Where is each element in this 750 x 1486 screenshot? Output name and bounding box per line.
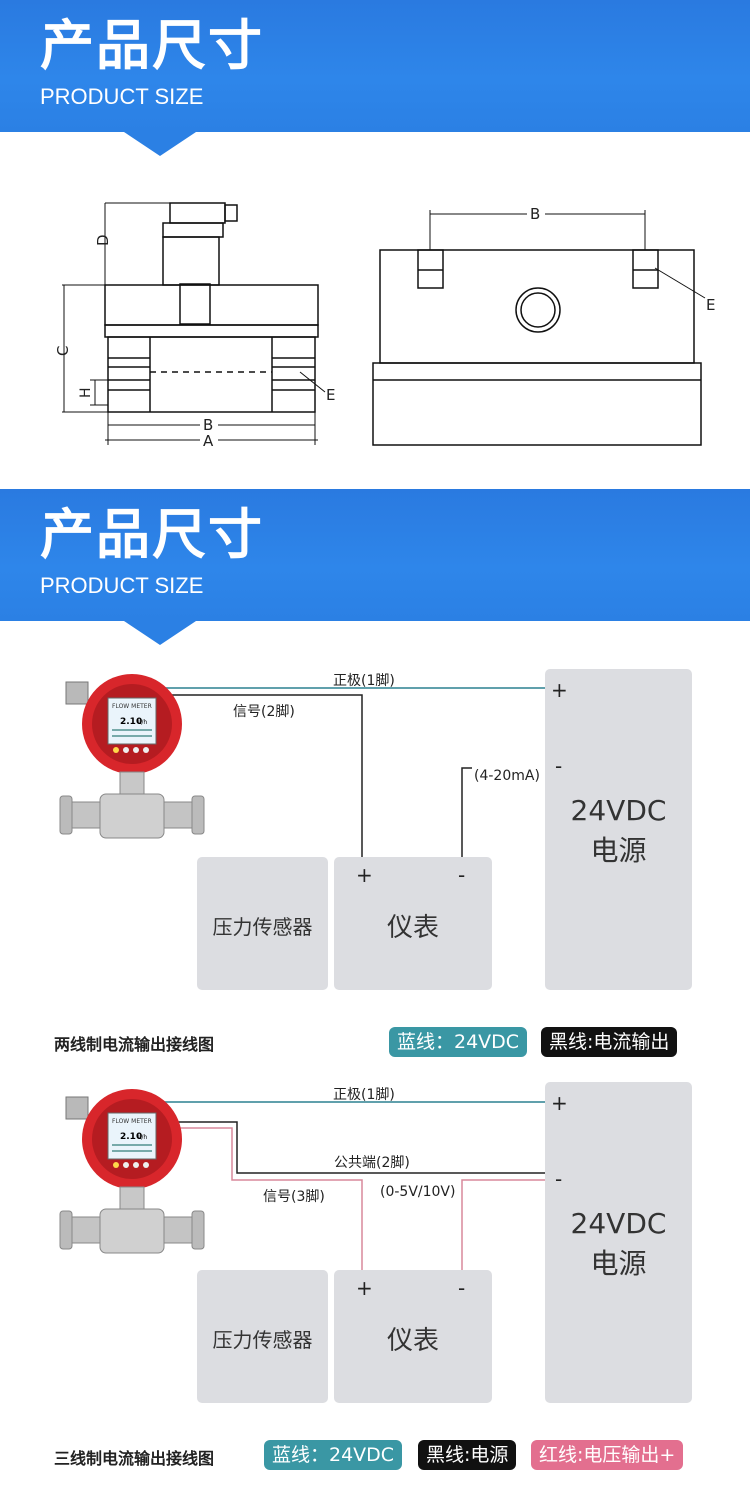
power-minus: - — [555, 754, 563, 778]
section-title-en-2: PRODUCT SIZE — [40, 573, 204, 598]
banner-notch-2 — [124, 621, 196, 645]
dim-label-b-top: B — [530, 205, 540, 223]
wire-label-common: 公共端(2脚) — [334, 1155, 410, 1171]
dimension-drawings: D C H B A E B E — [54, 202, 715, 450]
device-reading-2: 2.10 — [120, 1132, 142, 1142]
sensor-label: 压力传感器 — [212, 915, 313, 939]
power-voltage-2: 24VDC — [570, 1207, 667, 1240]
top-view-drawing — [372, 249, 702, 446]
section-title-cn: 产品尺寸 — [40, 14, 264, 77]
dim-label-h: H — [78, 387, 94, 398]
wire-label-signal-2: 信号(3脚) — [263, 1189, 325, 1205]
power-minus-2: - — [555, 1167, 563, 1191]
side-view-drawing — [104, 202, 319, 413]
dim-label-a: A — [203, 432, 214, 450]
power-box-1: + - 24VDC 电源 — [545, 669, 692, 990]
legend-title-1: 两线制电流输出接线图 — [54, 1035, 215, 1054]
meter-box-1: + - 仪表 — [334, 857, 492, 990]
legend-red-wire-2: 红线:电压输出+ — [531, 1440, 684, 1470]
section-banner-1: 产品尺寸 PRODUCT SIZE — [0, 0, 750, 156]
wire-label-current: (4-20mA) — [474, 768, 540, 784]
power-name-2: 电源 — [590, 1247, 647, 1280]
power-name: 电源 — [590, 834, 647, 867]
dim-label-b-side: B — [203, 416, 213, 434]
meter-plus-2: + — [356, 1276, 373, 1300]
power-voltage: 24VDC — [570, 794, 667, 827]
meter-label: 仪表 — [386, 913, 439, 943]
meter-plus: + — [356, 863, 373, 887]
transmitter-device-1: FLOW METER 2.10 L/h — [59, 674, 205, 839]
side-view-dimensions — [62, 202, 326, 445]
device-unit: L/h — [138, 719, 147, 726]
meter-box-2: + - 仪表 — [334, 1270, 492, 1403]
legend-blue-wire-2: 蓝线：24VDC — [264, 1440, 403, 1470]
legend-title-2: 三线制电流输出接线图 — [54, 1449, 215, 1468]
wiring-diagram-2-wires — [160, 1101, 545, 1270]
wire-label-positive: 正极(1脚) — [333, 673, 395, 689]
top-view-dimensions — [429, 210, 706, 299]
wire-label-signal: 信号(2脚) — [233, 704, 295, 720]
sensor-label-2: 压力传感器 — [212, 1328, 313, 1352]
banner-notch — [124, 132, 196, 156]
dim-label-c: C — [54, 346, 72, 356]
power-box-2: + - 24VDC 电源 — [545, 1082, 692, 1403]
device-unit-2: L/h — [138, 1134, 147, 1141]
legend-black-wire-1: 黑线:电流输出 — [541, 1027, 678, 1057]
wiring-diagram-1-wires — [160, 687, 545, 857]
meter-minus: - — [458, 863, 466, 887]
legend-blue-wire-1: 蓝线：24VDC — [389, 1027, 528, 1057]
power-plus: + — [551, 678, 568, 702]
sensor-box-1: 压力传感器 — [197, 857, 328, 990]
dim-label-e-side: E — [326, 386, 335, 404]
dim-label-d: D — [94, 234, 112, 246]
device-brand-2: FLOW METER — [112, 1118, 152, 1125]
section-title-cn-2: 产品尺寸 — [40, 503, 264, 566]
power-plus-2: + — [551, 1091, 568, 1115]
device-reading: 2.10 — [120, 717, 142, 727]
wire-label-voltage: (0-5V/10V) — [380, 1184, 456, 1200]
meter-minus-2: - — [458, 1276, 466, 1300]
dim-label-e-top: E — [706, 296, 715, 314]
section-banner-2: 产品尺寸 PRODUCT SIZE — [0, 489, 750, 645]
meter-label-2: 仪表 — [386, 1326, 439, 1356]
sensor-box-2: 压力传感器 — [197, 1270, 328, 1403]
section-title-en: PRODUCT SIZE — [40, 84, 204, 109]
legend-black-wire-2: 黑线:电源 — [418, 1440, 517, 1470]
device-brand: FLOW METER — [112, 703, 152, 710]
wire-label-positive-2: 正极(1脚) — [333, 1087, 395, 1103]
transmitter-device-2: FLOW METER 2.10 L/h — [59, 1089, 205, 1254]
